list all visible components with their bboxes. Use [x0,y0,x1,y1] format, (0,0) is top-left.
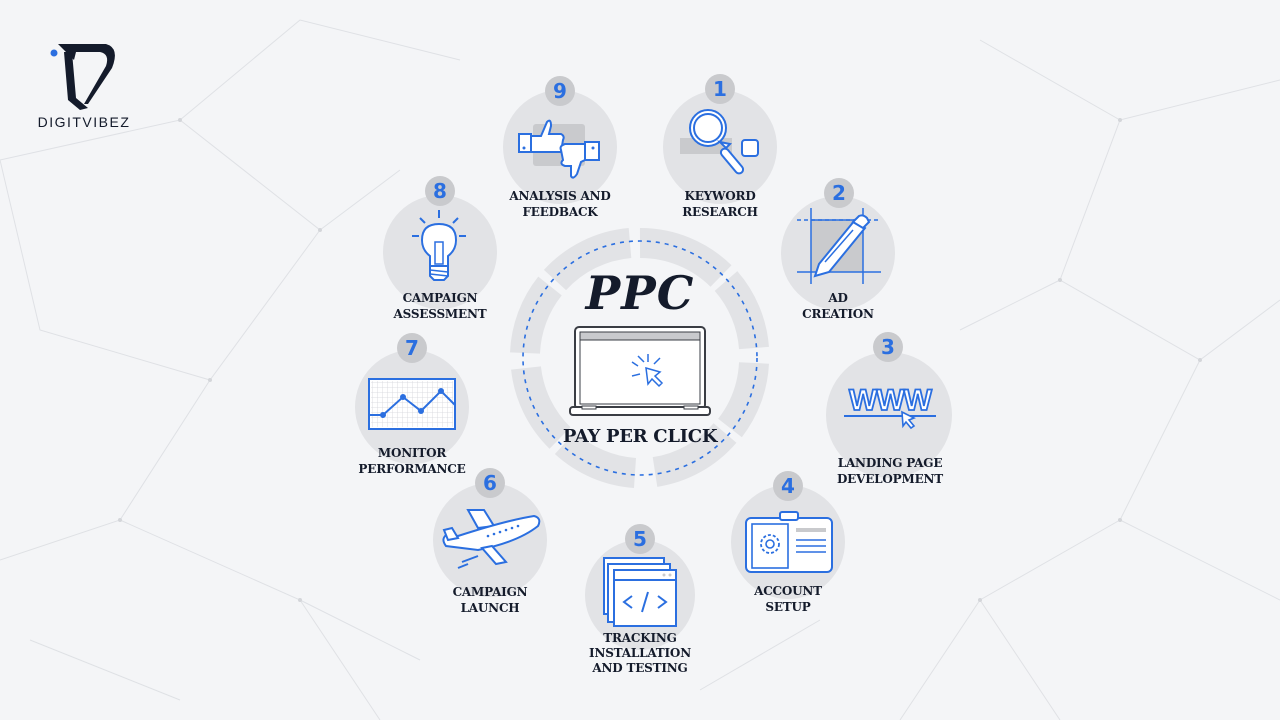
center-ring [510,228,769,488]
step-label-line: CAMPAIGN [452,585,528,599]
step-label-line: CREATION [802,307,874,321]
step-badge: 5 [625,524,655,554]
step-label-line: LANDING PAGE [837,456,943,470]
step-label-line: DEVELOPMENT [836,472,944,486]
center-subtitle: PAY PER CLICK [562,426,718,447]
pencil-icon [797,208,881,284]
code-window-icon [603,557,677,627]
id-card-gear-icon [745,511,833,573]
step-label-line: AND TESTING [592,661,688,675]
step-label-line: MONITOR [377,446,447,460]
dv-monogram-icon [50,44,115,110]
step-label-line: CAMPAIGN [402,291,478,305]
step-label-line: ASSESSMENT [393,307,487,321]
svg-text:WWW: WWW [849,384,933,417]
step-badge: 3 [873,332,903,362]
step-badge: 8 [425,176,455,206]
step-label-line: RESEARCH [682,205,758,219]
step-label-line: AD [828,291,848,305]
magnifier-icon [680,109,759,175]
step-label-line: LAUNCH [460,601,520,615]
airplane-icon [442,509,541,569]
step-label-line: TRACKING [603,631,677,645]
center-title: PPC [585,266,695,320]
step-badge: 6 [475,468,505,498]
step-label-line: ACCOUNT [754,584,822,598]
thumbs-up-down-icon [518,119,600,179]
lightbulb-icon [412,210,466,281]
line-chart-icon [368,378,456,430]
www-cursor-icon: WWW [844,384,936,430]
step-label-line: ANALYSIS AND [509,189,611,203]
step-badge: 4 [773,471,803,501]
step-badge: 7 [397,333,427,363]
step-label-line: KEYWORD [684,189,756,203]
step-label-line: PERFORMANCE [358,462,466,476]
step-label-line: SETUP [765,600,811,614]
step-badge: 9 [545,76,575,106]
laptop-click-icon [569,326,711,416]
step-label-line: INSTALLATION [589,646,691,660]
brand-name: DIGITVIBEZ [37,114,131,130]
step-badge: 2 [824,178,854,208]
step-label-line: FEEDBACK [522,205,598,219]
step-badge: 1 [705,74,735,104]
